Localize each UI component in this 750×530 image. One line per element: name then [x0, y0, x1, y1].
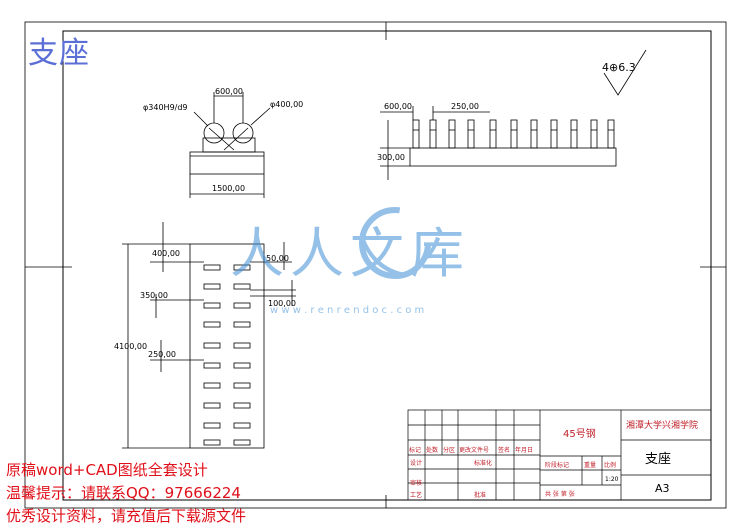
- roughness-label: 4⊕6.3: [602, 61, 636, 74]
- tb-ratio-label: 比例: [604, 461, 616, 469]
- watermark-ring: [359, 207, 431, 279]
- top-plate: [189, 243, 265, 449]
- tb-mark-labels: 标记 处数 分区 更改文件号 签名 年月日: [409, 446, 533, 454]
- tb-role-process: 工艺: [410, 491, 422, 499]
- front-view: [189, 92, 271, 198]
- front-label-right: φ400,00: [270, 100, 303, 109]
- tb-mark-3: 更改文件号: [459, 446, 489, 454]
- top-dim-a: 400,00: [152, 249, 180, 258]
- side-dim-offset: 600,00: [384, 102, 412, 111]
- tb-weight-label: 重量: [584, 461, 596, 469]
- center-marks: [25, 22, 726, 508]
- tb-role-design: 设计: [410, 459, 422, 467]
- outer-frame: [24, 21, 727, 509]
- tb-paper-size: A3: [655, 482, 670, 495]
- roughness-symbol: [603, 49, 647, 96]
- tb-mark-4: 签名: [498, 446, 510, 454]
- hole-circle-left: [203, 122, 225, 144]
- top-view: [122, 222, 296, 449]
- tb-role-approve: 批准: [474, 491, 486, 499]
- watermark-text: 人人文库: [230, 222, 470, 285]
- top-dim-e: 100,00: [268, 299, 296, 308]
- side-view: [380, 106, 617, 180]
- top-slots-right: [233, 264, 251, 446]
- front-dim-bottom: 1500,00: [212, 184, 245, 193]
- inner-frame: [62, 30, 712, 501]
- front-dim-top: 600,00: [215, 87, 243, 96]
- promo-line-1: 原稿word+CAD图纸全套设计: [6, 461, 208, 479]
- top-dim-total: 4100,00: [114, 342, 147, 351]
- tb-stage-label: 阶段标记: [545, 461, 569, 469]
- tb-mark-5: 年月日: [515, 446, 533, 454]
- promo-line-2: 温馨提示：请联系QQ：97666224: [6, 484, 241, 502]
- front-base: [189, 151, 265, 175]
- top-dim-d: 50,00: [266, 254, 289, 263]
- front-label-left: φ340H9/d9: [143, 103, 188, 112]
- tb-role-labels: 设计 标准化 审核 工艺 批准: [410, 459, 492, 499]
- tb-part-name: 支座: [645, 452, 671, 467]
- sheet-title: 支座: [28, 36, 90, 71]
- tb-material: 45号钢: [563, 427, 596, 440]
- watermark-url: w w w . r e n r e n d o c . c o m: [270, 305, 424, 316]
- tb-role-standard: 标准化: [474, 459, 492, 467]
- side-base: [409, 147, 617, 167]
- promo-line-3: 优秀设计资料，请充值后下载源文件: [6, 507, 247, 525]
- tb-school: 湘潭大学兴湘学院: [626, 419, 698, 431]
- tb-sheets: 共 张 第 张: [545, 490, 575, 498]
- side-dim-pitch: 250,00: [451, 102, 479, 111]
- top-dim-b: 350,00: [140, 291, 168, 300]
- tb-scale: 1:20: [605, 476, 619, 483]
- tb-mark-2: 分区: [443, 446, 455, 454]
- side-ribs: [412, 119, 615, 149]
- top-slots-left: [203, 264, 221, 446]
- side-dim-height: 300,00: [377, 153, 405, 162]
- front-boss: [202, 137, 256, 153]
- tb-mark-1: 处数: [426, 446, 438, 454]
- tb-role-review: 审核: [410, 479, 422, 487]
- top-dim-c: 250,00: [148, 350, 176, 359]
- title-block: [407, 409, 712, 501]
- watermark: 人人文库 w w w . r e n r e n d o c . c o m: [230, 207, 470, 316]
- tb-mark-0: 标记: [409, 446, 421, 454]
